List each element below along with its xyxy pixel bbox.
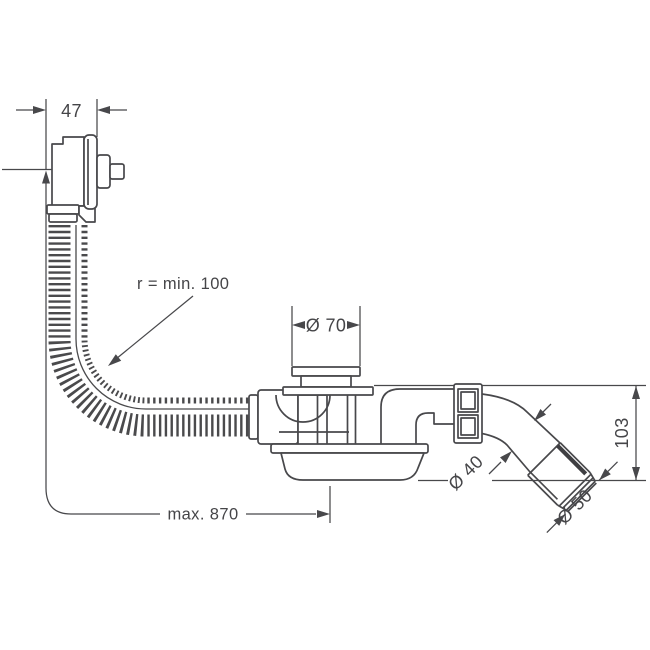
waste-flange bbox=[282, 366, 374, 396]
dimension-outlet-height-extensions bbox=[374, 384, 646, 482]
dimension-outlet-height: 103 bbox=[612, 386, 640, 480]
bend-radius-label: r = min. 100 bbox=[137, 275, 229, 293]
drain-trap bbox=[270, 388, 454, 481]
trap-bowl bbox=[280, 452, 425, 481]
angled-outlet-pipe bbox=[481, 393, 561, 473]
trap-bell bbox=[275, 394, 331, 423]
overflow-flange bbox=[83, 134, 98, 210]
outlet-elbow-outer bbox=[380, 388, 454, 444]
sleeve-diameter-label: Ø 50 bbox=[553, 485, 596, 528]
dimension-hose-length: max. 870 bbox=[2, 168, 331, 524]
hose-fitting bbox=[248, 389, 299, 445]
trap-rim bbox=[270, 443, 429, 454]
hose-length-label: max. 870 bbox=[167, 506, 238, 524]
flexible-hose bbox=[48, 225, 252, 437]
pipe-diameter-label: Ø 40 bbox=[444, 451, 487, 494]
overflow-unit bbox=[46, 134, 125, 223]
outlet-sleeve bbox=[527, 442, 618, 533]
flange-diameter-label: Ø 70 bbox=[306, 316, 347, 336]
overflow-knob bbox=[96, 154, 111, 189]
pipe-end-inside-sleeve bbox=[555, 444, 588, 476]
overflow-depth-label: 47 bbox=[61, 101, 82, 121]
connector-nut bbox=[453, 383, 483, 444]
bend-radius-note: r = min. 100 bbox=[108, 275, 229, 366]
outlet-elbow-inner bbox=[415, 412, 454, 444]
outlet-height-label: 103 bbox=[612, 417, 632, 448]
dimension-flange-diameter: Ø 70 bbox=[291, 306, 361, 366]
dimension-overflow-depth: 47 bbox=[16, 99, 127, 170]
